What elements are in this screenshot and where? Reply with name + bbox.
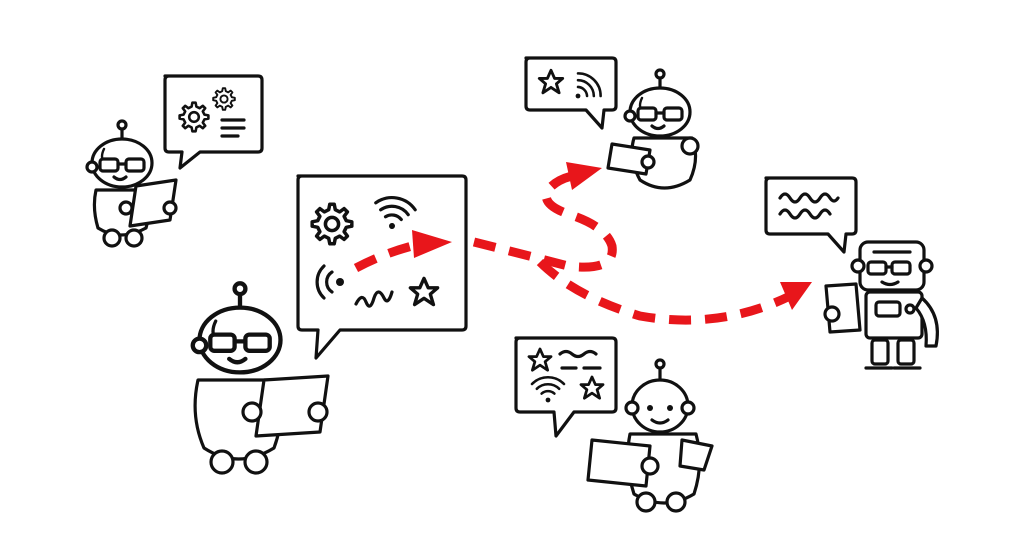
flow-to-agent-top-right [472, 162, 617, 272]
agent-right [764, 176, 939, 370]
speech-bubble [514, 336, 618, 438]
squiggle-icon [354, 290, 394, 308]
agent-top-right [524, 56, 700, 190]
agent-top-left [85, 74, 264, 248]
text-lines-icon [220, 118, 246, 138]
flow-sender-internal [353, 230, 452, 272]
waveform-icon [778, 192, 840, 220]
speech-bubble [764, 176, 858, 254]
agent-bottom-middle [514, 336, 714, 513]
flow-to-agent-right [536, 258, 812, 325]
speech-bubble [163, 74, 264, 170]
robot [85, 119, 178, 248]
speech-bubble [296, 174, 468, 360]
robot [586, 358, 714, 513]
agent-center-sender [193, 174, 468, 475]
speech-bubble [524, 56, 618, 130]
robot [606, 68, 700, 190]
robot [823, 240, 939, 370]
dash-lines-icon [558, 349, 602, 370]
signal-icon [315, 264, 344, 300]
robot [193, 283, 330, 475]
